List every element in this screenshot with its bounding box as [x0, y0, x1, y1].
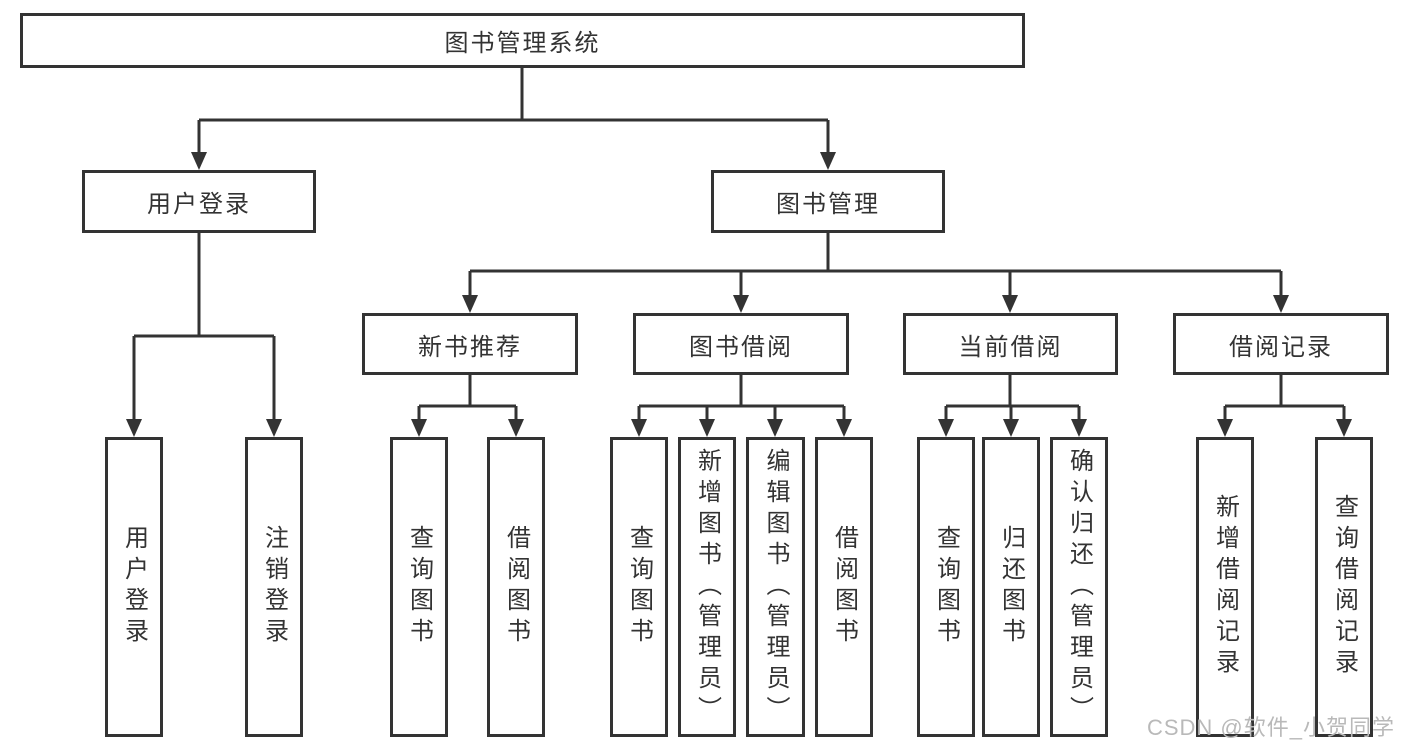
node-new-book-recommend: 新书推荐 [362, 313, 578, 375]
leaf-cb-query-book-label: 查询图书 [932, 525, 960, 649]
leaf-logout: 注销登录 [245, 437, 303, 737]
leaf-br-query-record-label: 查询借阅记录 [1330, 494, 1358, 680]
leaf-user-login-label: 用户登录 [120, 525, 148, 649]
leaf-br-query-record: 查询借阅记录 [1315, 437, 1373, 737]
node-borrow-records: 借阅记录 [1173, 313, 1389, 375]
leaf-rec-borrow-book-label: 借阅图书 [502, 525, 530, 649]
leaf-bb-query-book: 查询图书 [610, 437, 668, 737]
leaf-bb-edit-book-label: 编辑图书（管理员） [762, 447, 789, 727]
node-user-login-label: 用户登录 [147, 191, 251, 218]
node-current-borrow-label: 当前借阅 [958, 333, 1063, 361]
node-user-login: 用户登录 [82, 170, 316, 233]
node-new-book-recommend-label: 新书推荐 [418, 333, 522, 361]
node-current-borrow: 当前借阅 [903, 313, 1118, 375]
leaf-bb-borrow-book: 借阅图书 [815, 437, 873, 737]
leaf-rec-query-book-label: 查询图书 [405, 525, 433, 649]
node-book-management-label: 图书管理 [776, 191, 880, 218]
node-borrow-records-label: 借阅记录 [1229, 333, 1333, 361]
node-root-label: 图书管理系统 [444, 30, 601, 57]
leaf-bb-add-book-label: 新增图书（管理员） [693, 447, 721, 727]
leaf-cb-confirm-return: 确认归还（管理员） [1050, 437, 1108, 737]
leaf-cb-confirm-return-label: 确认归还（管理员） [1065, 447, 1093, 727]
leaf-bb-add-book: 新增图书（管理员） [678, 437, 736, 737]
node-book-management: 图书管理 [711, 170, 945, 233]
node-root: 图书管理系统 [20, 13, 1025, 68]
leaf-cb-return-book: 归还图书 [982, 437, 1040, 737]
leaf-user-login: 用户登录 [105, 437, 163, 737]
leaf-rec-borrow-book: 借阅图书 [487, 437, 545, 737]
leaf-bb-query-book-label: 查询图书 [625, 525, 653, 649]
leaf-logout-label: 注销登录 [260, 525, 288, 649]
watermark: CSDN @软件_小贺同学 [1146, 715, 1395, 740]
leaf-bb-edit-book: 编辑图书（管理员） [746, 437, 805, 737]
leaf-cb-query-book: 查询图书 [917, 437, 975, 737]
leaf-bb-borrow-book-label: 借阅图书 [830, 525, 858, 649]
node-book-borrow: 图书借阅 [633, 313, 849, 375]
leaf-br-add-record-label: 新增借阅记录 [1211, 494, 1239, 680]
leaf-br-add-record: 新增借阅记录 [1196, 437, 1254, 737]
arrowhead-icons [126, 152, 1352, 437]
leaf-cb-return-book-label: 归还图书 [997, 525, 1025, 649]
leaf-rec-query-book: 查询图书 [390, 437, 448, 737]
node-book-borrow-label: 图书借阅 [689, 333, 793, 361]
